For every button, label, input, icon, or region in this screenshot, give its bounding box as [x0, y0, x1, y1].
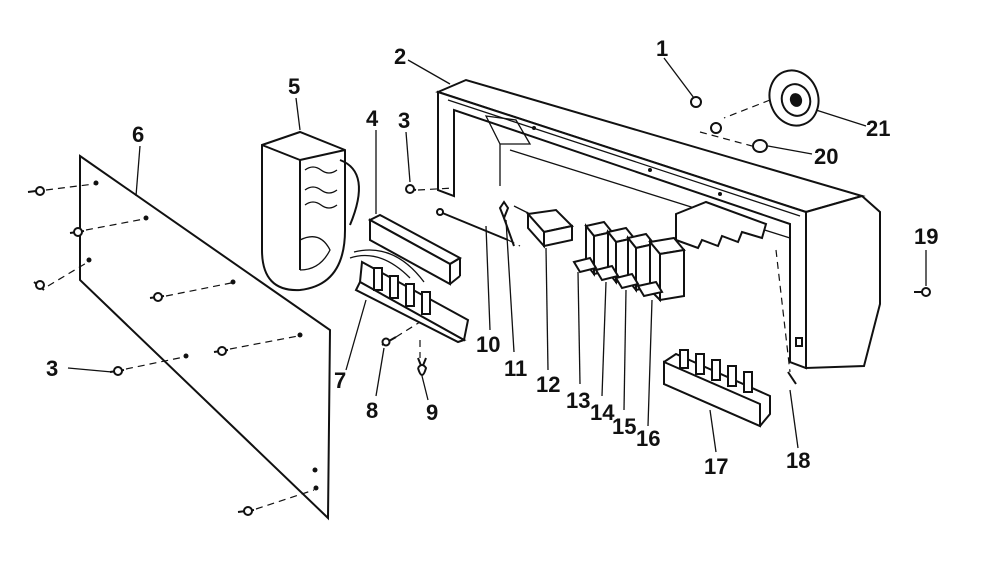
callout-3-upper: 3 [398, 108, 410, 133]
leader-lines [67, 57, 927, 453]
callout-11: 11 [504, 356, 527, 381]
part-6-back-panel [79, 154, 332, 521]
part-18-screw [775, 249, 797, 385]
part-1-washer [690, 96, 722, 134]
part-5-housing [261, 130, 360, 292]
callout-18: 18 [786, 448, 810, 473]
callout-9: 9 [426, 400, 438, 425]
callout-19: 19 [914, 224, 938, 249]
callout-10: 10 [476, 332, 500, 357]
callout-21: 21 [866, 116, 890, 141]
callout-12: 12 [536, 372, 560, 397]
callout-15: 15 [612, 414, 636, 439]
panel-screws [27, 183, 315, 516]
part-10-rod [436, 208, 521, 247]
callout-17: 17 [704, 454, 728, 479]
callout-5: 5 [288, 74, 300, 99]
part-9-wire-connector [417, 340, 428, 376]
callout-16: 16 [636, 426, 660, 451]
part-13-switch-block [572, 220, 614, 277]
callout-2: 2 [394, 44, 406, 69]
callout-20: 20 [814, 144, 838, 169]
callout-labels: 1 2 3 3 4 5 6 7 8 9 10 11 12 13 14 15 16… [46, 36, 938, 479]
callout-8: 8 [366, 398, 378, 423]
callout-14: 14 [590, 400, 615, 425]
callout-6: 6 [132, 122, 144, 147]
part-21-dial-knob [723, 69, 820, 127]
part-2-console-housing [435, 78, 881, 370]
part-7-terminal-board [349, 249, 470, 344]
callout-4: 4 [366, 106, 379, 131]
part-12-switch [513, 205, 575, 249]
switch-blocks [572, 220, 686, 303]
callout-7: 7 [334, 368, 346, 393]
callout-1: 1 [656, 36, 668, 61]
part-4-bracket [367, 213, 463, 286]
part-16-switch-block [636, 236, 686, 303]
part-20-knob-bushing [699, 131, 768, 153]
callout-13: 13 [566, 388, 590, 413]
part-17-switch-bank [663, 349, 771, 428]
part-8-screw [381, 321, 421, 347]
callout-3-lower: 3 [46, 356, 58, 381]
part-19-screw [914, 287, 931, 297]
part-3-screw [405, 184, 455, 194]
